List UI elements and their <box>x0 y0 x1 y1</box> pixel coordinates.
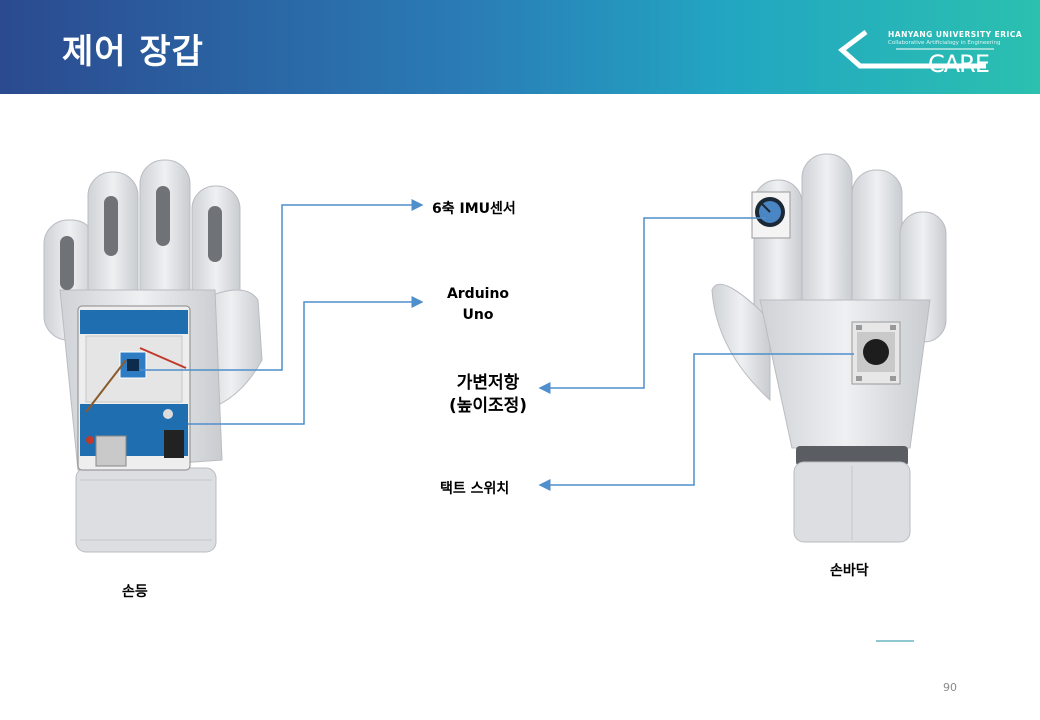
care-logo-mark-icon <box>838 30 994 69</box>
back-of-hand-caption: 손등 <box>122 584 148 600</box>
imu-sensor-label: 6축 IMU센서 <box>432 201 516 217</box>
footer-divider <box>876 640 914 642</box>
potentiometer-label: 가변저항 (높이조정) <box>440 372 536 418</box>
right-glove-palm <box>711 153 947 543</box>
arduino-label: Arduino Uno <box>440 284 516 326</box>
tact-switch-label: 택트 스위치 <box>440 481 510 497</box>
logo-brand-text: CARE <box>928 50 990 78</box>
care-logo: HANYANG UNIVERSITY ERICA Collaborative A… <box>836 26 1022 80</box>
palm-caption: 손바닥 <box>830 563 869 579</box>
potentiometer-label-line1: 가변저항 <box>456 373 520 393</box>
logo-subtitle-text: Collaborative Artificialogy in Engineeri… <box>888 40 1001 46</box>
potentiometer-label-line2: (높이조정) <box>448 396 528 416</box>
slide-header: 제어 장갑 HANYANG UNIVERSITY ERICA Collabora… <box>0 0 1040 94</box>
arduino-connector-arrow <box>188 296 424 425</box>
tact-switch-icon <box>851 321 901 385</box>
imu-connector-arrow <box>140 199 424 371</box>
potentiometer-icon <box>751 191 791 239</box>
logo-university-text: HANYANG UNIVERSITY ERICA <box>888 30 1023 39</box>
potentiometer-connector-arrow <box>538 217 766 394</box>
tact-switch-connector-arrow <box>538 353 854 491</box>
arduino-label-line2: Uno <box>462 307 494 323</box>
page-number: 90 <box>943 681 957 694</box>
arduino-label-line1: Arduino <box>446 286 510 302</box>
slide-title: 제어 장갑 <box>62 32 204 72</box>
arduino-board <box>77 305 191 471</box>
